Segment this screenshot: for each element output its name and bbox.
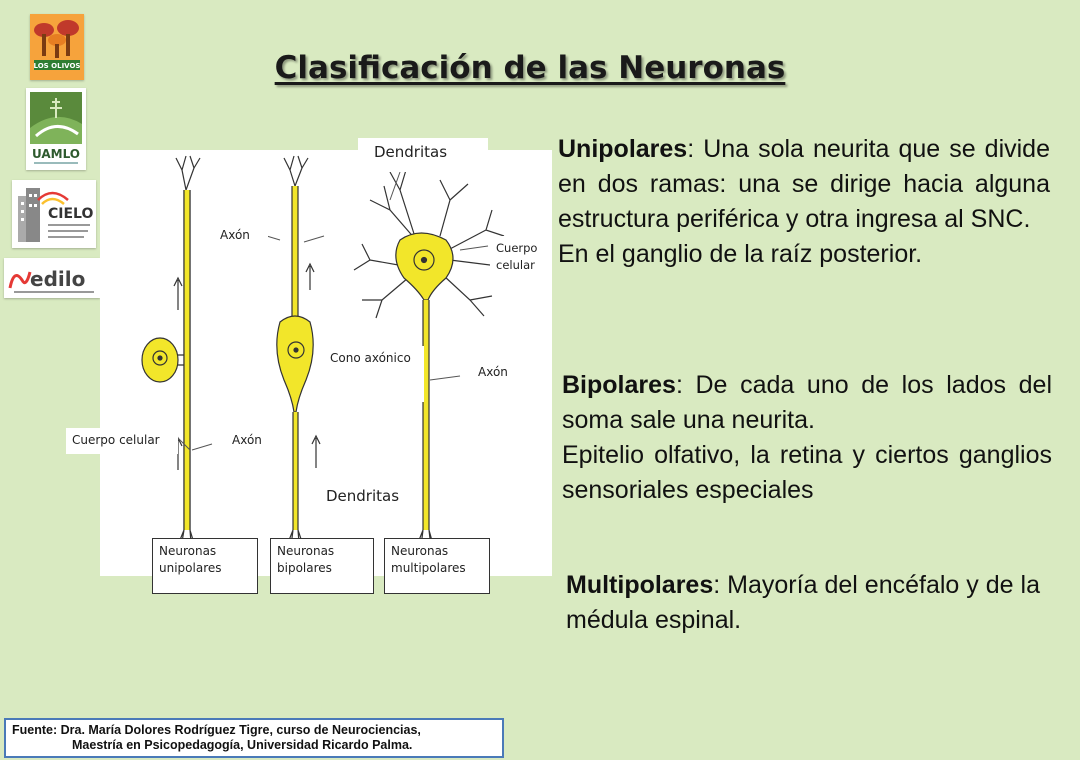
bipolar-neuron bbox=[275, 155, 315, 571]
label-dendritas-top: Dendritas bbox=[358, 138, 488, 172]
unipolares-term: Unipolares bbox=[558, 135, 688, 163]
uamlo-logo-text: UAMLO bbox=[32, 147, 80, 161]
edilo-logo: edilo bbox=[4, 258, 100, 298]
source-line-1: Fuente: Dra. María Dolores Rodríguez Tig… bbox=[12, 723, 421, 737]
label-cono-axonico: Cono axónico bbox=[322, 346, 424, 402]
unipolares-text: : Una sola neurita que se divide en dos … bbox=[558, 135, 1050, 233]
bipolares-text: : De cada uno de los lados del soma sale… bbox=[562, 371, 1052, 434]
cielo-logo-text: CIELO bbox=[48, 206, 93, 222]
multipolares-description: Multipolares: Mayoría del encéfalo y de … bbox=[566, 568, 1040, 638]
los-olivos-logo-text: LOS OLIVOS bbox=[34, 62, 81, 70]
caption-neuronas-multipolares: Neuronas multipolares bbox=[384, 538, 490, 594]
multipolares-text: : Mayoría del encéfalo y de la médula es… bbox=[566, 571, 1040, 634]
unipolares-extra: En el ganglio de la raíz posterior. bbox=[558, 240, 923, 268]
label-axon-right: Axón bbox=[466, 360, 526, 386]
label-leader-lines bbox=[175, 171, 489, 451]
bipolares-term: Bipolares bbox=[562, 371, 676, 399]
los-olivos-logo: LOS OLIVOS bbox=[30, 14, 84, 80]
label-cuerpo-celular-left: Cuerpo celular bbox=[66, 428, 178, 454]
caption-neuronas-bipolares: Neuronas bipolares bbox=[270, 538, 374, 594]
source-line-2: Maestría en Psicopedagogía, Universidad … bbox=[72, 738, 413, 752]
page-title: Clasificación de las Neuronas bbox=[274, 50, 786, 86]
multipolar-neuron bbox=[353, 169, 517, 571]
unipolar-neuron bbox=[141, 155, 205, 571]
caption-neuronas-unipolares: Neuronas unipolares bbox=[152, 538, 258, 594]
uamlo-logo: UAMLO bbox=[26, 88, 86, 170]
edilo-logo-text: edilo bbox=[30, 267, 85, 291]
unipolares-description: Unipolares: Una sola neurita que se divi… bbox=[558, 132, 1050, 272]
neuron-diagram bbox=[141, 155, 517, 571]
source-citation: Fuente: Dra. María Dolores Rodríguez Tig… bbox=[4, 718, 504, 758]
bipolares-description: Bipolares: De cada uno de los lados del … bbox=[562, 368, 1052, 508]
cielo-logo: CIELO bbox=[12, 180, 96, 248]
multipolares-term: Multipolares bbox=[566, 571, 714, 599]
label-axon-2: Axón bbox=[226, 428, 282, 454]
label-dendritas-bottom: Dendritas bbox=[326, 487, 400, 505]
label-axon-1: Axón bbox=[208, 222, 268, 248]
bipolares-extra: Epitelio olfativo, la retina y ciertos g… bbox=[562, 441, 1052, 504]
label-cuerpo-celular-right: Cuerpo celular bbox=[490, 236, 550, 280]
